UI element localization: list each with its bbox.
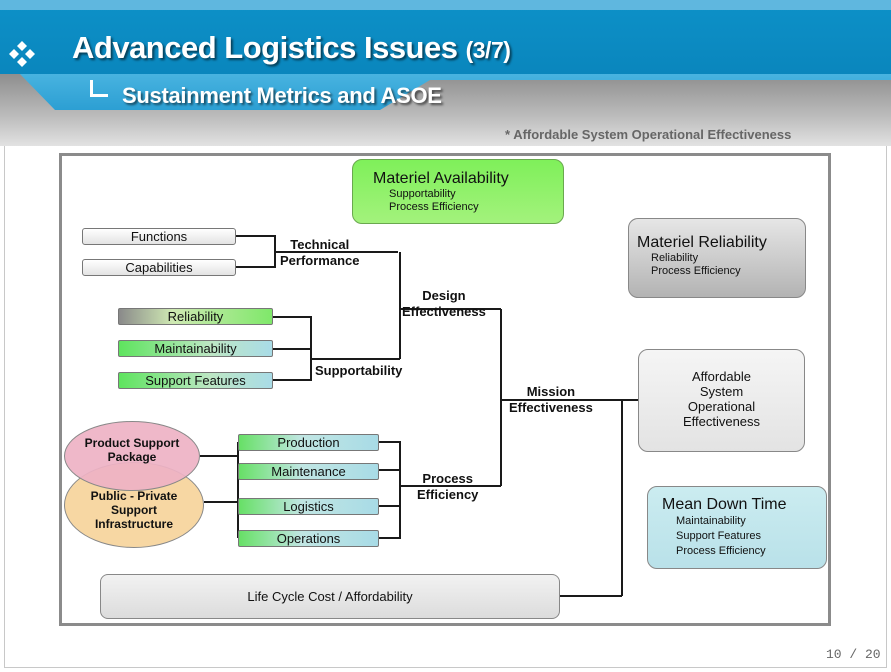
design-effectiveness-line-2: Effectiveness — [402, 304, 486, 319]
technical-performance-line-1: Technical — [290, 237, 350, 252]
slide-subtitle: Sustainment Metrics and ASOE — [122, 83, 442, 108]
reliability-box: Reliability — [118, 308, 273, 325]
materiel-reliability-box: Materiel Reliability Reliability Process… — [628, 218, 806, 298]
footnote: * Affordable System Operational Effectiv… — [505, 127, 792, 142]
title-band — [0, 0, 891, 74]
mission-effectiveness-line-2: Effectiveness — [509, 400, 593, 415]
process-efficiency-line-2: Efficiency — [417, 487, 479, 502]
materiel-availability-box: Materiel Availability Supportability Pro… — [352, 159, 564, 224]
page-number: 10 / 20 — [826, 647, 881, 662]
materiel-reliability-line-2: Process Efficiency — [651, 265, 741, 277]
mean-down-time-line-1: Maintainability — [676, 515, 746, 527]
public-private-line-1: Public - Private — [90, 489, 178, 503]
materiel-availability-line-2: Process Efficiency — [389, 201, 479, 213]
mean-down-time-box: Mean Down Time Maintainability Support F… — [647, 486, 827, 569]
materiel-reliability-line-1: Reliability — [651, 252, 699, 264]
slide-title-text: Advanced Logistics Issues — [72, 30, 458, 65]
materiel-availability-line-1: Supportability — [389, 188, 456, 200]
capabilities-box: Capabilities — [82, 259, 236, 276]
sustainment-metrics-diagram: Materiel Availability Supportability Pro… — [59, 153, 831, 626]
slide-title: Advanced Logistics Issues (3/7) — [72, 30, 511, 66]
slide-frame — [4, 146, 887, 668]
mean-down-time-line-3: Process Efficiency — [676, 545, 766, 557]
diamond-bullet-icon — [9, 41, 35, 67]
functions-box: Functions — [82, 228, 236, 245]
product-support-package-circle: Product Support Package — [64, 421, 200, 491]
design-effectiveness-line-1: Design — [422, 288, 466, 303]
operations-box: Operations — [238, 530, 379, 547]
subtitle-corner-mark — [90, 80, 108, 97]
public-private-line-3: Infrastructure — [94, 517, 173, 531]
mean-down-time-line-2: Support Features — [676, 530, 761, 542]
asoe-line-3: Operational — [687, 399, 756, 414]
process-efficiency-line-1: Process — [422, 471, 473, 486]
technical-performance-label: Technical Performance — [280, 237, 359, 269]
product-support-line-2: Package — [107, 450, 157, 464]
public-private-line-2: Support — [110, 503, 157, 517]
life-cycle-cost-box: Life Cycle Cost / Affordability — [100, 574, 560, 619]
production-box: Production — [238, 434, 379, 451]
materiel-reliability-title: Materiel Reliability — [637, 234, 767, 251]
asoe-box: Affordable System Operational Effectiven… — [638, 349, 805, 452]
maintainability-box: Maintainability — [118, 340, 273, 357]
asoe-line-1: Affordable — [691, 369, 752, 384]
asoe-line-2: System — [699, 384, 744, 399]
materiel-availability-title: Materiel Availability — [373, 170, 509, 187]
technical-performance-line-2: Performance — [280, 253, 360, 268]
logistics-box: Logistics — [238, 498, 379, 515]
mean-down-time-title: Mean Down Time — [662, 496, 787, 513]
support-features-box: Support Features — [118, 372, 273, 389]
product-support-line-1: Product Support — [84, 436, 180, 450]
maintenance-box: Maintenance — [238, 463, 379, 480]
process-efficiency-label: Process Efficiency — [417, 471, 478, 503]
supportability-label: Supportability — [315, 363, 403, 378]
title-band-highlight — [0, 0, 891, 10]
subtitle-band — [0, 74, 891, 110]
mission-effectiveness-line-1: Mission — [526, 384, 576, 399]
slide-part-indicator: (3/7) — [465, 37, 511, 63]
mission-effectiveness-label: Mission Effectiveness — [509, 384, 593, 416]
design-effectiveness-label: Design Effectiveness — [402, 288, 486, 320]
asoe-line-4: Effectiveness — [682, 414, 761, 429]
